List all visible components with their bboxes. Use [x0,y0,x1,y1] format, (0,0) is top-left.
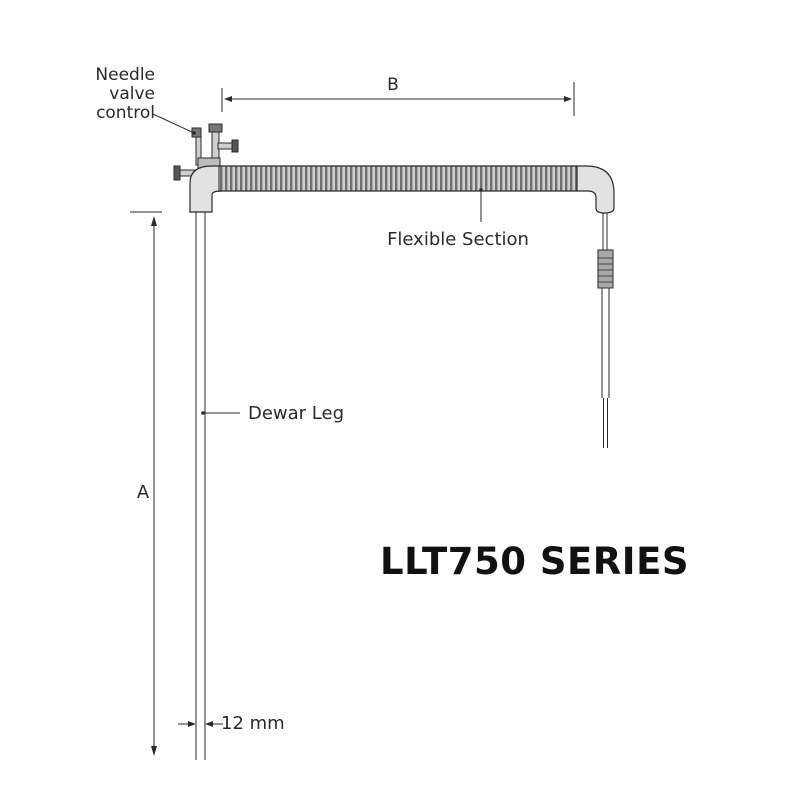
right-elbow [576,165,615,214]
dimension-a-label: A [137,482,150,503]
flexible-section-callout: Flexible Section [387,188,529,250]
needle-valve-label-line2: valve [109,84,155,104]
flexible-section-label: Flexible Section [387,229,529,250]
dimension-b: B [221,75,575,116]
series-title: LLT750 SERIES [380,540,689,583]
dimension-a: A [130,211,162,756]
flexible-section [218,165,578,192]
dimension-b-label: B [387,75,399,95]
needle-valve-label-line3: control [96,103,155,123]
delivery-leg [597,213,614,448]
diameter-label: 12 mm [221,713,285,734]
dewar-leg-callout: Dewar Leg [201,403,344,424]
dewar-leg-label: Dewar Leg [248,403,344,424]
dewar-leg-tube [195,212,206,760]
needle-valve-label-line1: Needle [95,65,155,85]
left-elbow [189,165,222,213]
needle-valve-callout: Needle valve control [95,65,196,135]
diameter-marker: 12 mm [178,713,285,734]
